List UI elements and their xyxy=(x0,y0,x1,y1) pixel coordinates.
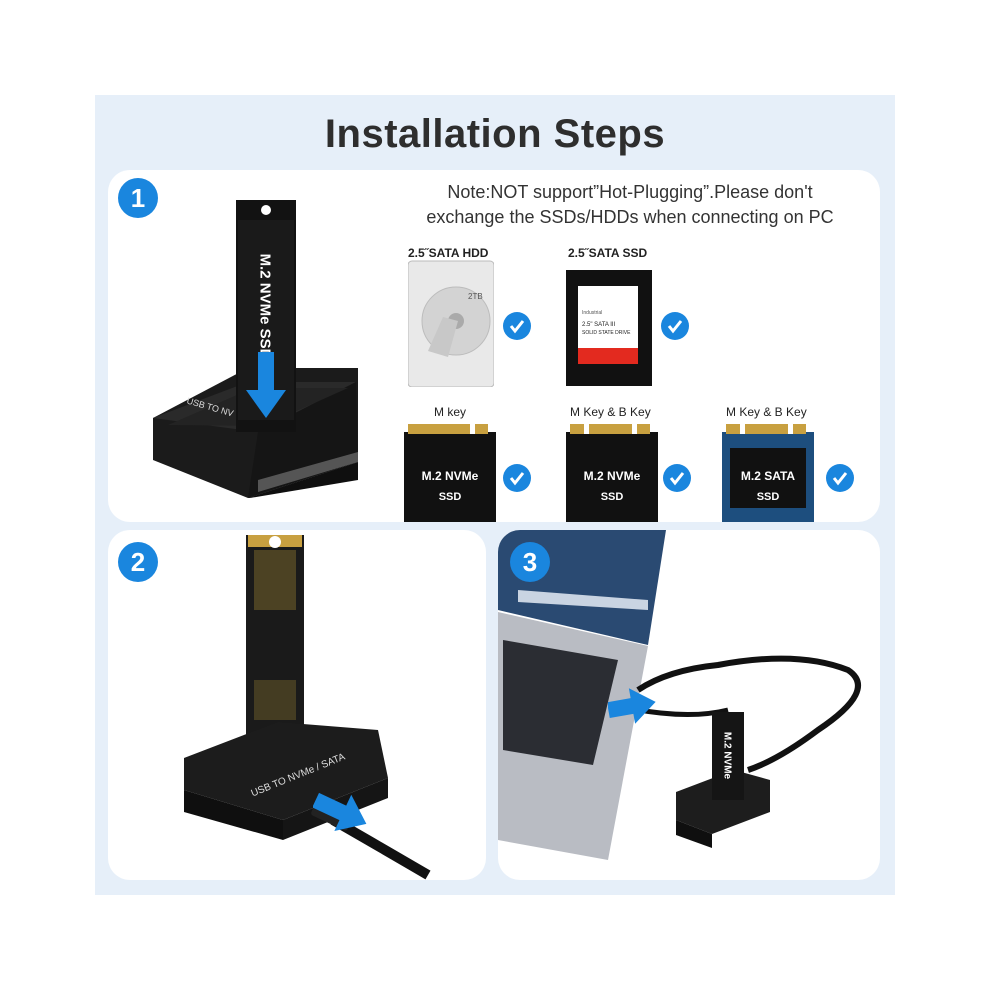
step-2-illustration xyxy=(184,535,431,880)
svg-text:SSD: SSD xyxy=(601,491,624,503)
step-3-illustration xyxy=(498,530,861,860)
note-line-1: Note:NOT support”Hot-Plugging”.Please do… xyxy=(447,182,813,202)
step-2-panel: USB TO NVMe / SATA xyxy=(108,530,486,880)
m2-nvme-label: M.2 NVMe xyxy=(422,469,479,483)
step-3-badge: 3 xyxy=(510,542,550,582)
svg-text:2TB: 2TB xyxy=(468,292,483,301)
step-1-panel: M.2 NVMe SSD USB TO NV xyxy=(108,170,880,522)
step-3-ssd-label: M.2 NVMe xyxy=(721,731,733,780)
mb-key-nvme-ssd-image: M.2 NVMe SSD xyxy=(566,424,658,522)
svg-text:SSD: SSD xyxy=(439,491,462,503)
arrow-right-icon xyxy=(313,792,367,831)
check-icon xyxy=(661,312,689,340)
hdd-image: 2TB xyxy=(408,260,494,387)
m-key-caption: M key xyxy=(434,405,467,419)
svg-text:SSD: SSD xyxy=(757,491,780,503)
m-key-ssd-image: M.2 NVMe SSD xyxy=(404,424,496,522)
svg-text:SOLID STATE DRIVE: SOLID STATE DRIVE xyxy=(582,330,631,336)
arrow-down-icon xyxy=(246,352,286,418)
step-3-panel: M.2 NVMe xyxy=(498,530,880,880)
note-line-2: exchange the SSDs/HDDs when connecting o… xyxy=(426,207,834,227)
sata-ssd-caption: 2.5˝SATA SSD xyxy=(568,246,648,260)
svg-text:2.5" SATA III: 2.5" SATA III xyxy=(582,322,616,328)
hot-plug-note: Note:NOT support”Hot-Plugging”.Please do… xyxy=(385,180,875,230)
check-icon xyxy=(503,464,531,492)
check-icon xyxy=(503,312,531,340)
check-icon xyxy=(663,464,691,492)
page-title: Installation Steps xyxy=(324,112,666,156)
m2-nvme-label: M.2 NVMe xyxy=(584,469,641,483)
step-2-badge: 2 xyxy=(118,542,158,582)
svg-text:Industrial: Industrial xyxy=(582,310,602,316)
mb-key-nvme-caption: M Key & B Key xyxy=(570,405,651,419)
step-1-illustration xyxy=(153,200,358,498)
arrow-right-icon xyxy=(608,688,656,724)
step-1-badge: 1 xyxy=(118,178,158,218)
mb-key-sata-caption: M Key & B Key xyxy=(726,405,807,419)
hdd-caption: 2.5˝SATA HDD xyxy=(408,246,489,260)
check-icon xyxy=(826,464,854,492)
sata-ssd-image: Industrial 2.5" SATA III SOLID STATE DRI… xyxy=(566,270,652,386)
m2-sata-label: M.2 SATA xyxy=(741,469,796,483)
mb-key-sata-ssd-image: M.2 SATA SSD xyxy=(722,424,814,522)
